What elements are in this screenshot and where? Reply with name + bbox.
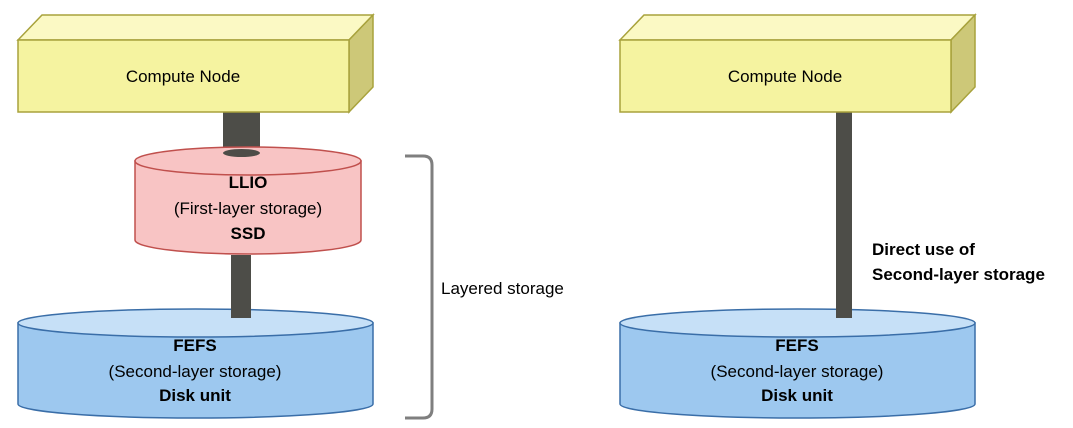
right-connector xyxy=(836,110,852,318)
left-fefs-cylinder: FEFS (Second-layer storage) Disk unit xyxy=(17,300,374,419)
right-compute-node: Compute Node xyxy=(618,13,977,114)
right-fefs-media: Disk unit xyxy=(761,386,833,405)
direct-use-label-line2: Second-layer storage xyxy=(872,265,1045,284)
left-fefs-name: FEFS xyxy=(173,336,216,355)
layered-storage-label: Layered storage xyxy=(441,279,564,298)
left-compute-node-label: Compute Node xyxy=(126,67,240,86)
left-compute-node-front xyxy=(17,39,350,113)
llio-connector-cap xyxy=(223,149,260,157)
right-fefs-desc: (Second-layer storage) xyxy=(711,362,884,381)
right-fefs-body xyxy=(619,322,976,419)
right-compute-node-top xyxy=(618,14,977,41)
layered-storage-bracket xyxy=(405,154,434,420)
left-fefs-desc: (Second-layer storage) xyxy=(109,362,282,381)
right-connector-tip xyxy=(836,300,852,318)
left-compute-node: Compute Node xyxy=(16,13,375,114)
right-fefs-name: FEFS xyxy=(775,336,818,355)
llio-cylinder: LLIO (First-layer storage) SSD xyxy=(134,146,362,255)
left-compute-node-top xyxy=(16,14,375,41)
left-fefs-top xyxy=(17,308,374,338)
llio-media: SSD xyxy=(231,224,266,243)
left-connector-lower-tip xyxy=(231,300,251,318)
left-fefs-body xyxy=(17,322,374,419)
left-fefs-media: Disk unit xyxy=(159,386,231,405)
llio-cylinder-body xyxy=(134,160,362,255)
right-fefs-cylinder: FEFS (Second-layer storage) Disk unit xyxy=(619,300,976,419)
llio-name: LLIO xyxy=(229,173,268,192)
llio-desc: (First-layer storage) xyxy=(174,199,322,218)
right-fefs-top xyxy=(619,308,976,338)
llio-cylinder-top xyxy=(134,146,362,176)
direct-use-label-line1: Direct use of xyxy=(872,240,975,259)
right-compute-node-label: Compute Node xyxy=(728,67,842,86)
right-compute-node-front xyxy=(619,39,952,113)
